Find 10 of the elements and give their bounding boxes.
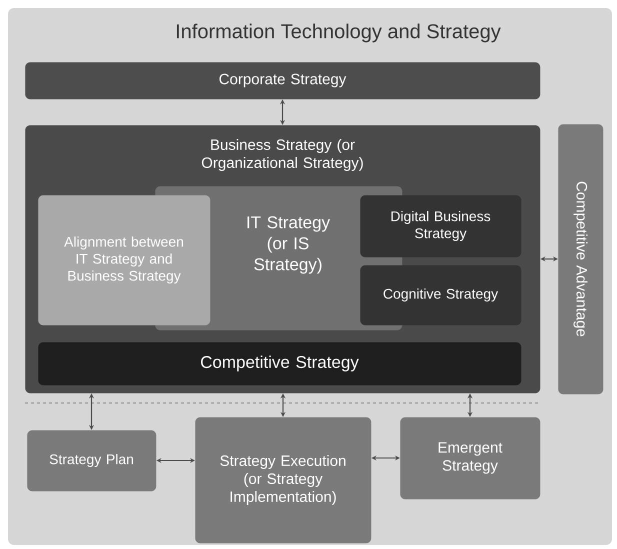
process-box: Emergent Strategy bbox=[400, 417, 540, 500]
process-box: Strategy Plan bbox=[27, 430, 156, 492]
process-box: Cognitive Strategy bbox=[360, 265, 522, 326]
process-box: Competitive Strategy bbox=[38, 342, 522, 386]
process-box: Alignment between IT Strategy and Business Strategy bbox=[38, 195, 210, 326]
title: Information Technology and Strategy bbox=[176, 24, 501, 42]
process-box: Corporate Strategy bbox=[25, 62, 540, 100]
process-box: Competitive Advantage bbox=[558, 124, 604, 394]
process-box: Digital Business Strategy bbox=[360, 195, 522, 258]
process-box: Strategy Execution (or Strategy Implementation) bbox=[195, 417, 372, 544]
